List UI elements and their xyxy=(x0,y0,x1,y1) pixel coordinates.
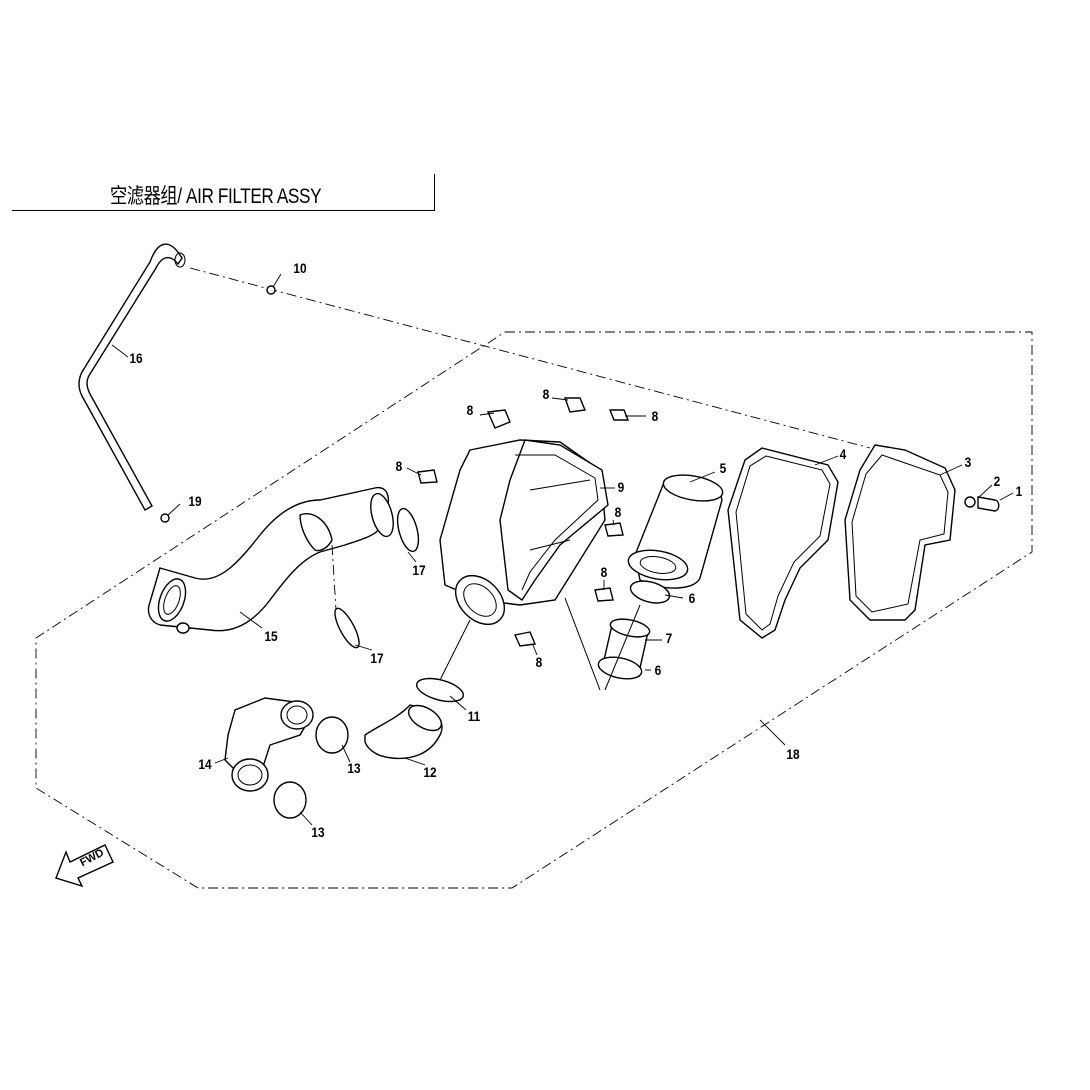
o-ring-17-upper xyxy=(396,507,420,553)
callout-9: 9 xyxy=(617,479,625,495)
callout-17-upper: 17 xyxy=(412,562,426,578)
clamp-13-upper xyxy=(315,716,349,754)
assembly-boundary xyxy=(35,331,1033,889)
clip-8-f xyxy=(594,587,614,602)
intake-manifold-14 xyxy=(224,697,314,792)
connector-guide-line-2 xyxy=(604,604,641,691)
callout-8-c: 8 xyxy=(651,408,659,424)
callout-13-lower: 13 xyxy=(311,824,325,840)
clip-8-b xyxy=(564,397,586,413)
hose-clamp-10 xyxy=(266,285,276,295)
leader-lines xyxy=(111,273,1014,826)
filter-element-5 xyxy=(627,474,724,589)
callout-7: 7 xyxy=(665,630,673,646)
title-frame: 空滤器组/ AIR FILTER ASSY xyxy=(12,174,435,211)
clamp-6-lower xyxy=(597,656,643,680)
clip-8-e xyxy=(604,522,624,537)
elbow-hose-12 xyxy=(364,704,443,760)
air-box-housing-9 xyxy=(439,439,609,626)
fwd-arrow-icon xyxy=(55,844,114,888)
diagram-title: 空滤器组/ AIR FILTER ASSY xyxy=(110,185,322,208)
clip-8-g xyxy=(513,631,536,647)
callout-8-f: 8 xyxy=(600,564,608,580)
callout-12: 12 xyxy=(423,764,437,780)
oring-guide-line xyxy=(331,544,337,611)
hose-clamp-19 xyxy=(160,513,170,523)
callout-18: 18 xyxy=(786,746,800,762)
connector-guide-line xyxy=(564,597,601,691)
callout-8-b: 8 xyxy=(542,386,550,402)
callout-15: 15 xyxy=(264,628,278,644)
callout-4: 4 xyxy=(839,446,847,462)
callout-10: 10 xyxy=(293,260,307,276)
air-box-cover-3 xyxy=(844,444,956,621)
callout-6-upper: 6 xyxy=(688,590,696,606)
callout-2: 2 xyxy=(993,473,1001,489)
clamp-11 xyxy=(415,677,465,703)
clamp-11-guide xyxy=(439,619,471,681)
clip-8-d xyxy=(417,469,438,484)
callout-16: 16 xyxy=(129,350,143,366)
callout-8-d: 8 xyxy=(395,458,403,474)
intake-duct-15 xyxy=(147,486,394,634)
callout-13-upper: 13 xyxy=(347,760,361,776)
clip-8-c xyxy=(608,409,630,421)
callout-8-a: 8 xyxy=(466,402,474,418)
breather-routing-line xyxy=(189,267,871,449)
callout-5: 5 xyxy=(719,460,727,476)
callout-14: 14 xyxy=(198,756,212,772)
callout-1: 1 xyxy=(1015,483,1023,499)
o-ring-17-lower xyxy=(334,607,360,649)
callout-3: 3 xyxy=(964,454,972,470)
callout-8-g: 8 xyxy=(535,654,543,670)
plug-1 xyxy=(977,496,1000,512)
clamp-13-lower xyxy=(273,781,307,819)
callout-17-lower: 17 xyxy=(370,650,384,666)
breather-hose-16 xyxy=(78,243,186,511)
callout-6-lower: 6 xyxy=(654,662,662,678)
screw-2 xyxy=(964,496,976,508)
callout-8-e: 8 xyxy=(614,504,622,520)
callout-19: 19 xyxy=(188,493,202,509)
gasket-4 xyxy=(727,447,839,639)
callout-11: 11 xyxy=(467,708,481,724)
clamp-6-upper xyxy=(629,580,671,604)
clip-8-a xyxy=(486,409,511,429)
